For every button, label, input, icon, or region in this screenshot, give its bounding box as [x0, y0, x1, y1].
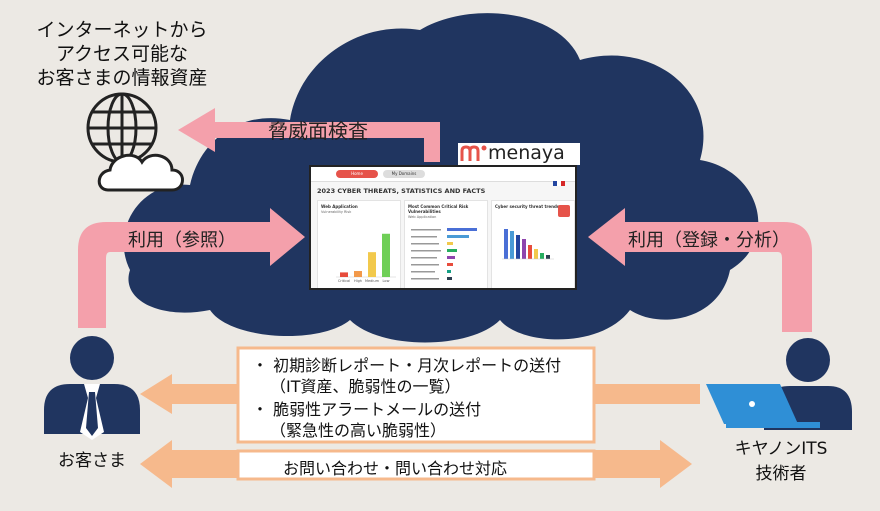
flag-icon — [553, 171, 567, 186]
bar-medium — [368, 252, 376, 277]
reports-line-3: ・ 脆弱性アラートメールの送付 — [252, 400, 482, 419]
bar-label-low: Low — [383, 279, 390, 283]
panel-subtitle: Web Application — [408, 215, 437, 219]
use-register-arrow — [588, 208, 812, 332]
tab-my-domains[interactable]: My Domains — [383, 170, 425, 178]
use-reference-arrow — [78, 208, 305, 328]
bar-low — [382, 233, 390, 277]
inquiry-text: お問い合わせ・問い合わせ対応 — [283, 459, 508, 478]
menaya-logo-icon — [460, 145, 487, 161]
inquiry-box — [236, 449, 596, 481]
globe-icon — [86, 92, 158, 164]
threat-trend-bars — [502, 229, 554, 260]
threat-scan-label: 脅威面検査 — [268, 119, 368, 143]
use-reference-label: 利用（参照） — [128, 230, 236, 251]
customer-person-icon — [44, 336, 140, 440]
dashboard-screenshot: Home My Domains 2023 CYBER THREATS, STAT… — [309, 165, 577, 290]
tab-home[interactable]: Home — [336, 170, 378, 178]
panel-threat-trends: Cyber security threat trends — [491, 200, 575, 288]
panel-title: Most Common Critical Risk Vulnerabilitie… — [408, 204, 469, 214]
reports-line-4: （緊急性の高い脆弱性） — [270, 421, 447, 440]
threat-scan-arrow — [178, 108, 440, 162]
reports-line-2: （IT資産、脆弱性の一覧） — [270, 377, 461, 396]
bar-critical — [340, 272, 348, 277]
bar-label-high: High — [354, 279, 362, 283]
reports-box — [236, 346, 596, 444]
panel-web-application: Web Application Vulnerability Risk Criti… — [317, 200, 401, 288]
customer-label: お客さま — [58, 451, 126, 471]
info-assets-title: インターネットから アクセス可能な お客さまの情報資産 — [36, 19, 208, 89]
bar-label-medium: Medium — [365, 279, 380, 283]
panel-critical-vulnerabilities: Most Common Critical Risk Vulnerabilitie… — [404, 200, 488, 288]
menaya-logo: menaya — [458, 142, 580, 165]
bar-label-critical: Critical — [338, 279, 350, 283]
use-register-label: 利用（登録・分析） — [628, 230, 790, 251]
panel-subtitle: Vulnerability Risk — [321, 210, 352, 214]
dashboard-heading: 2023 CYBER THREATS, STATISTICS AND FACTS — [317, 187, 486, 195]
critical-vulnerability-bars — [411, 228, 477, 280]
alert-icon[interactable] — [558, 205, 570, 217]
panel-title: Web Application — [321, 204, 358, 209]
panel-title: Cyber security threat trends — [495, 204, 560, 209]
dashboard-topbar: Home My Domains — [311, 167, 575, 186]
engineer-label: キヤノンITS 技術者 — [734, 439, 828, 484]
menaya-logo-text: menaya — [488, 142, 565, 164]
reports-line-1: ・ 初期診断レポート・月次レポートの送付 — [252, 356, 562, 375]
small-cloud-icon — [97, 153, 184, 192]
bar-high — [354, 271, 362, 277]
engineer-person-icon — [706, 338, 852, 430]
